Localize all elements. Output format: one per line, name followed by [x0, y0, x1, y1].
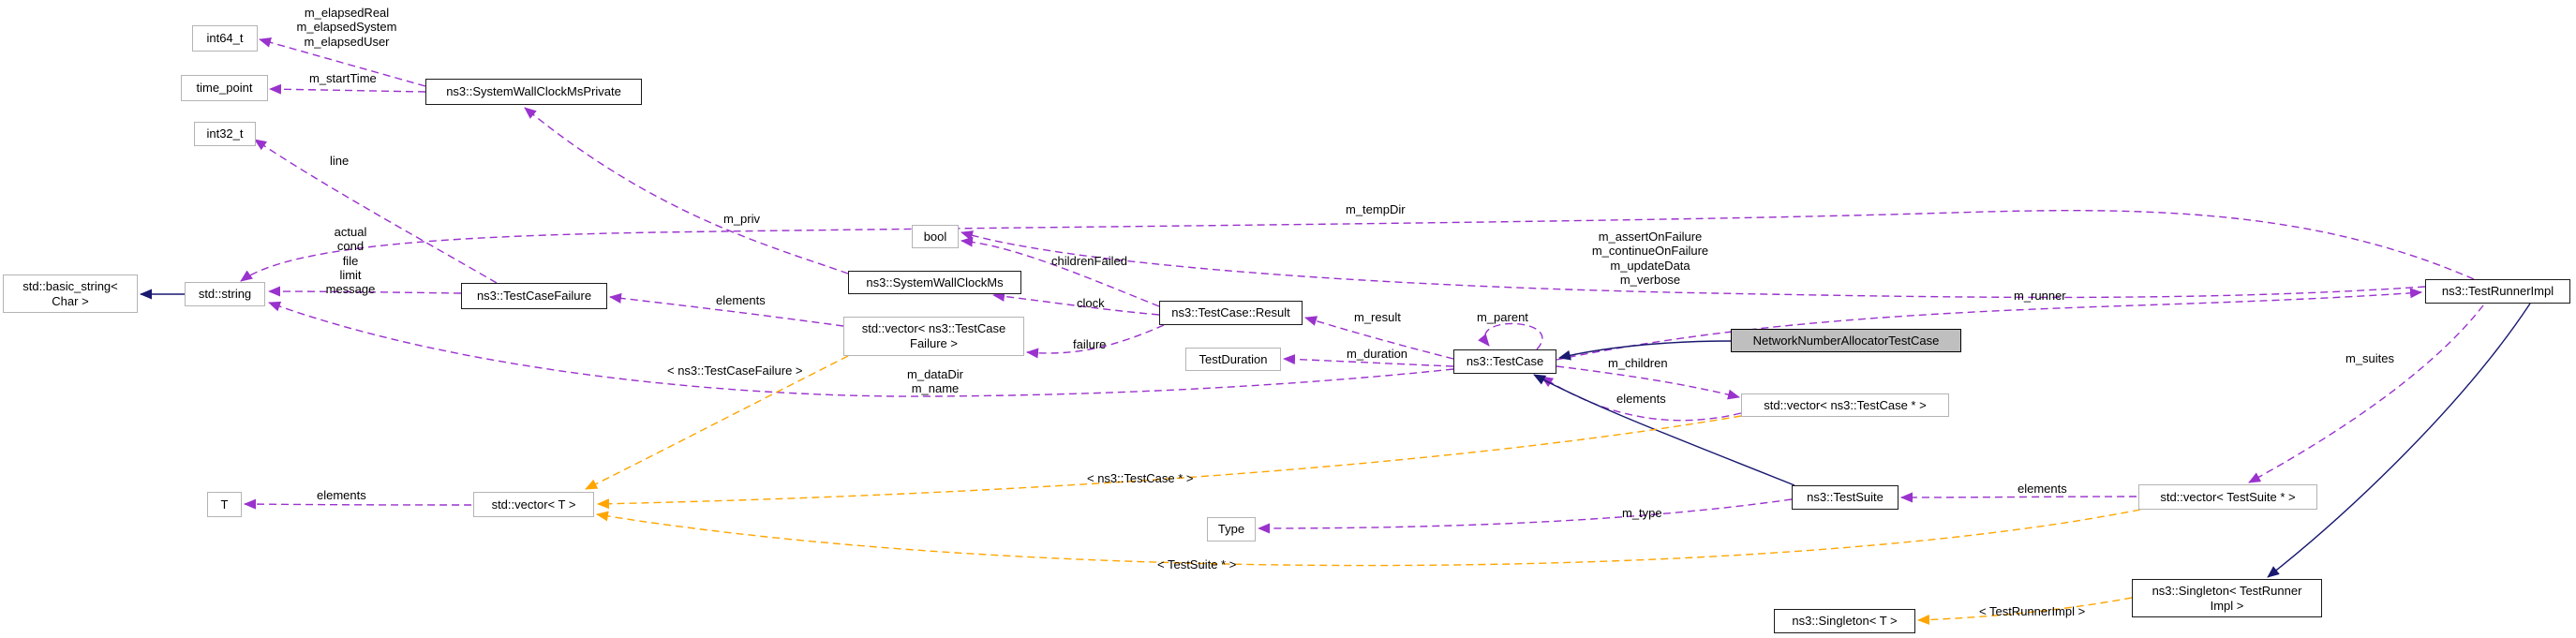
- edge-label-clock: clock: [1077, 296, 1105, 310]
- edge-label-failure: failure: [1073, 337, 1107, 351]
- edge-label-m-priv: m_priv: [723, 212, 761, 226]
- node-networknumberallocatortestcase: NetworkNumberAllocatorTestCase: [1731, 329, 1961, 352]
- node-int64-t[interactable]: int64_t: [192, 25, 258, 52]
- edge-testsuite-inherit: [1533, 374, 1795, 486]
- edge-clock: [992, 290, 1160, 316]
- edge-failure: [1026, 324, 1165, 359]
- node-vector-testcasefailure[interactable]: std::vector< ns3::TestCase Failure >: [843, 317, 1024, 356]
- edge-line: [254, 139, 498, 284]
- node-int32-t[interactable]: int32_t: [194, 122, 256, 146]
- edge-label-m-parent: m_parent: [1477, 310, 1528, 324]
- node-std-basic-string[interactable]: std::basic_string< Char >: [3, 274, 138, 313]
- edge-testcase-inherit: [1558, 340, 1732, 361]
- node-testcasefailure[interactable]: ns3::TestCaseFailure: [461, 283, 607, 309]
- node-systemwallclockms[interactable]: ns3::SystemWallClockMs: [848, 271, 1021, 294]
- edge-label-m-duration: m_duration: [1347, 347, 1408, 361]
- edge-label-m-starttime: m_startTime: [309, 71, 377, 85]
- edge-m-suites: [2248, 304, 2484, 483]
- node-systemwallclockmsprivate[interactable]: ns3::SystemWallClockMsPrivate: [425, 79, 642, 105]
- edge-label-m-runner: m_runner: [2014, 289, 2066, 303]
- edge-label-elements-testsuite: elements: [2018, 482, 2067, 496]
- edge-label-failure-fields: actual cond file limit message: [325, 225, 376, 297]
- edge-label-elements-t: elements: [317, 488, 366, 502]
- node-vector-testcase[interactable]: std::vector< ns3::TestCase * >: [1741, 393, 1949, 417]
- edge-childrenfailed: [960, 236, 1160, 307]
- edge-label-tmpl-testrunnerimpl: < TestRunnerImpl >: [1979, 604, 2086, 618]
- edge-tmpl-testcase: [597, 415, 1742, 510]
- node-vector-t[interactable]: std::vector< T >: [473, 492, 594, 517]
- edge-m-priv: [524, 107, 849, 274]
- edge-m-runner: [1556, 288, 2422, 361]
- node-singleton-t[interactable]: ns3::Singleton< T >: [1774, 609, 1915, 633]
- edge-tmpl-testrunnerimpl: [1917, 597, 2133, 626]
- node-testrunnerimpl[interactable]: ns3::TestRunnerImpl: [2425, 279, 2570, 304]
- edge-m-children: [1556, 365, 1740, 400]
- edge-m-tempdir: [240, 210, 2475, 282]
- edge-failure-fields: [268, 286, 462, 297]
- edge-runner-singleton-inherit: [2267, 303, 2531, 578]
- edge-label-m-tempdir: m_tempDir: [1346, 202, 1406, 216]
- edge-label-elements-testcase: elements: [1616, 392, 1666, 406]
- edge-label-m-children: m_children: [1608, 356, 1668, 370]
- node-std-string[interactable]: std::string: [185, 282, 265, 306]
- edge-label-m-type: m_type: [1622, 506, 1662, 520]
- edge-label-childrenfailed: childrenFailed: [1051, 254, 1127, 268]
- edge-label-tmpl-testcasefailure: < ns3::TestCaseFailure >: [667, 364, 803, 378]
- edge-label-m-name: m_dataDir m_name: [907, 367, 963, 396]
- node-testduration[interactable]: TestDuration: [1185, 348, 1281, 371]
- edge-m-result: [1304, 316, 1454, 360]
- edge-label-m-elapsed: m_elapsedReal m_elapsedSystem m_elapsedU…: [296, 6, 397, 49]
- node-testsuite[interactable]: ns3::TestSuite: [1792, 485, 1898, 510]
- edge-label-line: line: [330, 154, 350, 168]
- edge-label-tmpl-testsuite: < TestSuite * >: [1157, 557, 1237, 571]
- node-bool[interactable]: bool: [912, 225, 959, 248]
- edge-m-starttime: [269, 83, 426, 95]
- node-testcase-result[interactable]: ns3::TestCase::Result: [1159, 301, 1303, 325]
- edge-label-m-suites: m_suites: [2345, 351, 2395, 365]
- node-testcase[interactable]: ns3::TestCase: [1453, 349, 1556, 374]
- edge-m-duration: [1283, 353, 1454, 367]
- edge-label-elements-testcasefailure: elements: [716, 293, 766, 307]
- node-type[interactable]: Type: [1207, 517, 1256, 542]
- edge-label-m-result: m_result: [1354, 310, 1401, 324]
- edge-m-elapsed: [259, 37, 426, 87]
- edge-label-m-flags: m_assertOnFailure m_continueOnFailure m_…: [1591, 230, 1709, 287]
- edge-elements-testcasefailure: [609, 292, 844, 327]
- edge-elements-t: [244, 498, 472, 510]
- node-vector-testsuite[interactable]: std::vector< TestSuite * >: [2138, 484, 2317, 510]
- edge-m-name: [268, 301, 1454, 397]
- node-singleton-testrunnerimpl[interactable]: ns3::Singleton< TestRunner Impl >: [2132, 579, 2322, 617]
- node-time-point[interactable]: time_point: [181, 75, 268, 101]
- edge-tmpl-testsuite: [596, 509, 2141, 567]
- edge-m-type: [1258, 498, 1793, 534]
- node-t[interactable]: T: [207, 492, 242, 517]
- edge-label-tmpl-testcase: < ns3::TestCase * >: [1087, 471, 1194, 485]
- edge-m-flags: [960, 230, 2426, 299]
